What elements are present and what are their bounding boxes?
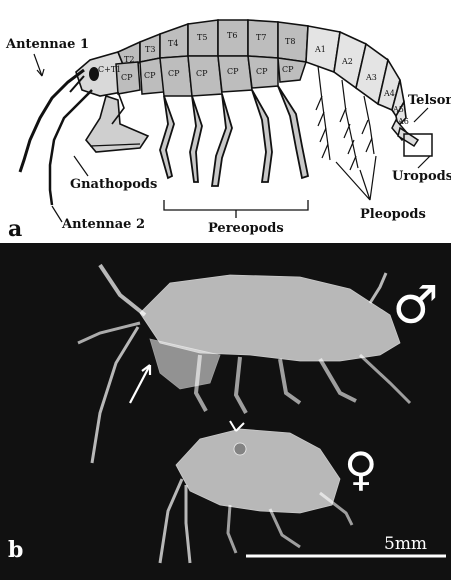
bracket-pereopods — [164, 200, 308, 218]
segment-label-t7: T7 — [256, 33, 266, 42]
panel-letter-a: a — [8, 216, 22, 242]
label-pereopods: Pereopods — [208, 221, 284, 236]
segment-label-a2: A2 — [341, 57, 353, 66]
segment-label-a5: A5 — [392, 105, 404, 114]
segment-label-t4: T4 — [168, 39, 178, 48]
coxal-label: CP — [144, 71, 156, 80]
coxal-label: CP — [282, 65, 294, 74]
segment-label-t6: T6 — [227, 31, 237, 40]
coxal-label: CP — [227, 67, 239, 76]
segment-label-t3: T3 — [145, 45, 155, 54]
leader-antennae-2 — [52, 206, 62, 222]
leader-antennae-1 — [34, 54, 42, 76]
gnathopods — [86, 92, 148, 152]
pereopods — [160, 86, 308, 186]
segment-label-t5: T5 — [197, 33, 207, 42]
leader-telson — [414, 108, 428, 122]
coxal-label: CP — [168, 69, 180, 78]
scale-label: 5mm — [384, 534, 427, 554]
coxal-label: CP — [196, 69, 208, 78]
label-antennae-2: Antennae 2 — [61, 217, 145, 232]
leader-uropods — [418, 156, 430, 168]
female-specimen — [160, 429, 352, 563]
label-gnathopods: Gnathopods — [70, 177, 157, 192]
amphipod-diagram: C+T1 T2 T3 T4 T5 T6 T7 T8 A1 A2 A3 A4 A5… — [0, 0, 451, 243]
segment-label-t8: T8 — [285, 37, 295, 46]
segment-label-t2: T2 — [124, 55, 134, 64]
coxal-label: CP — [121, 73, 133, 82]
label-uropods: Uropods — [392, 169, 451, 184]
segment-label-a1: A1 — [314, 45, 326, 54]
male-symbol: ♂ — [392, 276, 439, 336]
segment-label-a3: A3 — [365, 73, 377, 82]
specimen-photo: ♂ ♀ 5mm b — [0, 243, 451, 580]
female-symbol: ♀ — [344, 442, 378, 496]
label-telson: Telson — [408, 93, 451, 108]
label-antennae-1: Antennae 1 — [5, 37, 89, 52]
panel-b-photo: ♂ ♀ 5mm b — [0, 243, 451, 580]
coxal-label: CP — [256, 67, 268, 76]
segment-label-a4: A4 — [383, 89, 395, 98]
label-pleopods: Pleopods — [360, 207, 426, 222]
panel-letter-b: b — [8, 537, 23, 563]
leader-pleopods — [336, 156, 376, 200]
leader-gnathopods — [74, 156, 88, 176]
segment-label-head: C+T1 — [98, 65, 121, 74]
pointer-arrow — [130, 365, 150, 403]
panel-a-diagram: C+T1 T2 T3 T4 T5 T6 T7 T8 A1 A2 A3 A4 A5… — [0, 0, 451, 243]
segment-label-a6: A6 — [397, 117, 409, 126]
